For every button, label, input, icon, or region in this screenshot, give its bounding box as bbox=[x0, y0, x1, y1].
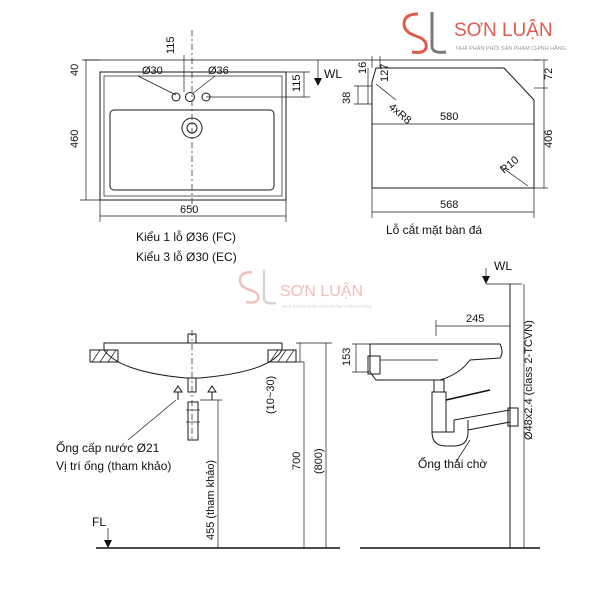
side-trap-bend-inner bbox=[446, 420, 455, 433]
leader-30 bbox=[137, 75, 177, 96]
dim-4xr8: 4xR8 bbox=[386, 101, 413, 127]
side-trap-vertical bbox=[431, 391, 447, 433]
watermark-s-shape bbox=[238, 270, 260, 304]
dim-153: 153 bbox=[341, 348, 353, 366]
drain-tailpiece bbox=[187, 377, 197, 393]
side-view: WL 245 153 Ø48x2.4 (class 2-TCVN) Ống th… bbox=[341, 259, 540, 549]
basin-front-body bbox=[103, 342, 283, 379]
basin-rim-outline bbox=[103, 75, 283, 197]
valve-left-top bbox=[173, 385, 183, 393]
dim-650: 650 bbox=[180, 204, 198, 216]
label-hole-30: Ø30 bbox=[142, 65, 163, 77]
leader-36 bbox=[191, 75, 216, 95]
wl-arrow-head-side bbox=[482, 276, 490, 284]
leader-r10 bbox=[499, 165, 529, 187]
fl-arrow-head bbox=[104, 540, 112, 548]
watermark-name: SƠN LUẬN bbox=[280, 281, 363, 300]
dim-115-top: 115 bbox=[165, 36, 177, 54]
brand-name: SƠN LUẬN bbox=[454, 19, 553, 41]
dim-700: 700 bbox=[291, 452, 303, 470]
basin-side-body bbox=[369, 343, 503, 381]
caption-type-1: Kiểu 1 lỗ Ø36 (FC) bbox=[136, 229, 236, 244]
label-supply-pipe: Ống cấp nước Ø21 bbox=[56, 440, 160, 455]
front-view: Ống cấp nước Ø21 Vị trí ống (tham khảo) … bbox=[56, 330, 340, 549]
wl-arrow-head bbox=[314, 78, 322, 86]
caption-cutout: Lỗ cắt mặt bàn đá bbox=[386, 222, 482, 237]
pipe-spec: Ø48x2.4 (class 2-TCVN) bbox=[523, 320, 535, 440]
wl-label-top: WL bbox=[324, 67, 342, 81]
leader-drain bbox=[455, 439, 471, 463]
side-trap-arm-top bbox=[453, 409, 511, 421]
top-view: Ø30 Ø36 115 40 460 115 WL 650 Kiểu 1 lỗ … bbox=[69, 30, 540, 264]
dim-r10: R10 bbox=[498, 154, 521, 176]
dim-38: 38 bbox=[341, 92, 353, 104]
dim-460: 460 bbox=[69, 130, 81, 148]
side-trap-arm-bottom bbox=[467, 421, 511, 431]
dim-115-right: 115 bbox=[291, 74, 303, 92]
brand-watermark: SƠN LUẬN NHÀ PHÂN PHỐI SẢN PHẨM CHÍNH HÃ… bbox=[238, 270, 373, 309]
label-drain: Ống thải chờ bbox=[418, 456, 487, 471]
brand-tagline: NHÀ PHÂN PHỐI SẢN PHẨM CHÍNH HÃNG bbox=[456, 45, 566, 52]
side-trap-bend bbox=[431, 420, 469, 447]
label-supply-position: Vị trí ống (tham khảo) bbox=[56, 459, 171, 473]
label-hole-36: Ø36 bbox=[208, 65, 229, 77]
tap-hole-center bbox=[185, 92, 195, 102]
basin-outer-outline bbox=[99, 71, 287, 201]
basin-bowl-outline bbox=[109, 109, 275, 191]
counter-hatch bbox=[91, 349, 295, 363]
tap-hole-left bbox=[171, 92, 181, 102]
tap-stub bbox=[187, 333, 197, 344]
logo-l-shape bbox=[430, 12, 447, 54]
cutout-view: 16 127 38 72 4xR8 580 406 R10 568 Lỗ cắt… bbox=[341, 56, 555, 237]
fl-label: FL bbox=[92, 515, 106, 529]
dim-245: 245 bbox=[466, 313, 484, 325]
dim-16: 16 bbox=[357, 62, 369, 74]
valve-right-top bbox=[207, 385, 217, 393]
wall-flange bbox=[507, 407, 519, 427]
dim-568: 568 bbox=[440, 199, 458, 211]
watermark-tagline: NHÀ PHÂN PHỐI SẢN PHẨM CHÍNH HÃNG bbox=[282, 303, 373, 309]
brand-logo: SƠN LUẬN NHÀ PHÂN PHỐI SẢN PHẨM CHÍNH HÃ… bbox=[402, 12, 566, 54]
dim-127: 127 bbox=[379, 64, 391, 82]
side-tailpiece bbox=[433, 379, 445, 393]
dim-455: 455 (tham khảo) bbox=[205, 460, 217, 540]
leader-supply bbox=[127, 399, 177, 441]
dim-800: (800) bbox=[313, 448, 325, 474]
supply-hose-side bbox=[445, 389, 491, 401]
basin-side-overflow bbox=[367, 355, 381, 375]
wl-label-side: WL bbox=[494, 259, 512, 273]
dim-580: 580 bbox=[440, 111, 458, 123]
dim-40: 40 bbox=[69, 64, 81, 76]
leader-r8 bbox=[375, 83, 397, 101]
dim-10-30: (10~30) bbox=[265, 376, 277, 414]
caption-type-3: Kiểu 3 lỗ Ø30 (EC) bbox=[136, 249, 237, 264]
trap-pipe bbox=[187, 401, 199, 441]
watermark-l-shape bbox=[262, 270, 277, 305]
logo-s-shape bbox=[402, 12, 428, 54]
dim-406: 406 bbox=[543, 130, 555, 148]
dim-72: 72 bbox=[543, 68, 555, 80]
